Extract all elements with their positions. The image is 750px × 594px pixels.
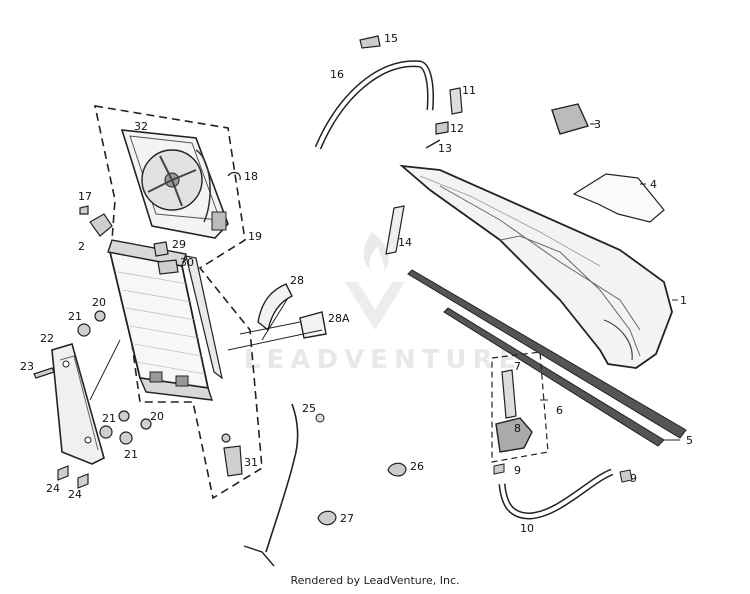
callout-31: 31 bbox=[244, 456, 258, 469]
collar-20-lower-left bbox=[118, 410, 130, 422]
hose-10 bbox=[498, 468, 614, 520]
collar-20-upper bbox=[94, 310, 106, 322]
callout-4: 4 bbox=[650, 178, 657, 191]
callout-29: 29 bbox=[172, 238, 186, 251]
callout-30: 30 bbox=[180, 256, 194, 269]
callout-25: 25 bbox=[302, 402, 316, 415]
footer-credit: Rendered by LeadVenture, Inc. bbox=[290, 574, 460, 587]
vent-line-13 bbox=[425, 139, 441, 149]
callout-21-lower: 21 bbox=[124, 448, 138, 461]
vent-11 bbox=[449, 87, 463, 115]
leader-lines bbox=[89, 123, 680, 441]
bolt-24-left bbox=[57, 465, 69, 481]
grommet-21-lower-right bbox=[119, 431, 133, 445]
fitting-26 bbox=[387, 462, 407, 477]
hose-28a bbox=[299, 311, 327, 339]
callout-26: 26 bbox=[410, 460, 424, 473]
radiator-bracket bbox=[51, 342, 105, 465]
fitting-27 bbox=[317, 510, 337, 526]
pad-4 bbox=[572, 173, 665, 223]
callout-19: 19 bbox=[248, 230, 262, 243]
fuel-tank bbox=[399, 164, 673, 369]
callout-21-upper: 21 bbox=[68, 310, 82, 323]
clip-15 bbox=[359, 35, 381, 49]
small-hardware bbox=[33, 171, 243, 489]
wire-harness-25 bbox=[265, 403, 299, 553]
callout-22: 22 bbox=[40, 332, 54, 345]
petcock-8 bbox=[495, 417, 533, 453]
callout-11: 11 bbox=[462, 84, 476, 97]
watermark-v-icon bbox=[345, 282, 405, 330]
callout-13: 13 bbox=[438, 142, 452, 155]
radiator-assembly-outline bbox=[93, 105, 263, 500]
callout-2: 2 bbox=[78, 240, 85, 253]
cap-29 bbox=[153, 241, 169, 257]
grommet-21-lower-left bbox=[99, 425, 113, 439]
clamp-9-right bbox=[619, 469, 633, 483]
sensor-2 bbox=[89, 213, 113, 237]
callout-1: 1 bbox=[680, 294, 687, 307]
callout-24-right: 24 bbox=[68, 488, 82, 501]
callout-27: 27 bbox=[340, 512, 354, 525]
seal-strip-5-upper bbox=[407, 269, 687, 439]
callout-17: 17 bbox=[78, 190, 92, 203]
cooling-fan-shroud bbox=[120, 129, 229, 239]
callout-24-left: 24 bbox=[46, 482, 60, 495]
callout-18: 18 bbox=[244, 170, 258, 183]
clip-18 bbox=[227, 171, 241, 181]
cap-30 bbox=[157, 259, 179, 275]
callout-labels: 1 2 3 4 5 6 7 8 9 9 10 11 12 13 14 15 16… bbox=[20, 32, 693, 535]
callout-28a: 28A bbox=[328, 312, 350, 325]
hose-28 bbox=[257, 283, 293, 332]
callout-20-upper: 20 bbox=[92, 296, 106, 309]
screen-7 bbox=[501, 369, 517, 419]
radiator-hoses bbox=[257, 283, 327, 339]
tube-14 bbox=[385, 205, 405, 255]
valve-assembly-outline bbox=[491, 351, 549, 463]
radiator bbox=[107, 239, 223, 401]
callout-7: 7 bbox=[514, 360, 521, 373]
callout-28: 28 bbox=[290, 274, 304, 287]
callout-16: 16 bbox=[330, 68, 344, 81]
switch-3 bbox=[551, 103, 589, 135]
callout-20-lower: 20 bbox=[150, 410, 164, 423]
clamp-9-left bbox=[493, 463, 505, 475]
watermark-flame-icon bbox=[363, 232, 389, 272]
washer-31 bbox=[221, 433, 231, 443]
callout-21-mid: 21 bbox=[102, 412, 116, 425]
bolt-23 bbox=[33, 367, 55, 379]
grommet-21-upper bbox=[77, 323, 91, 337]
callout-5: 5 bbox=[686, 434, 693, 447]
callout-9-right: 9 bbox=[630, 472, 637, 485]
callout-3: 3 bbox=[594, 118, 601, 131]
callout-14: 14 bbox=[398, 236, 412, 249]
callout-15: 15 bbox=[384, 32, 398, 45]
callout-10: 10 bbox=[520, 522, 534, 535]
callout-23: 23 bbox=[20, 360, 34, 373]
callout-32: 32 bbox=[134, 120, 148, 133]
callout-6: 6 bbox=[556, 404, 563, 417]
callout-12: 12 bbox=[450, 122, 464, 135]
leadventure-watermark: LEADVENTURE bbox=[244, 232, 522, 375]
watermark-text: LEADVENTURE bbox=[244, 345, 522, 375]
clip-17 bbox=[79, 205, 89, 215]
drain-31 bbox=[223, 445, 243, 477]
bolt-24-right bbox=[77, 473, 89, 489]
vent-cap-12 bbox=[435, 121, 449, 135]
callout-8: 8 bbox=[514, 422, 521, 435]
callout-9-left: 9 bbox=[514, 464, 521, 477]
collar-20-lower-right bbox=[140, 418, 152, 430]
